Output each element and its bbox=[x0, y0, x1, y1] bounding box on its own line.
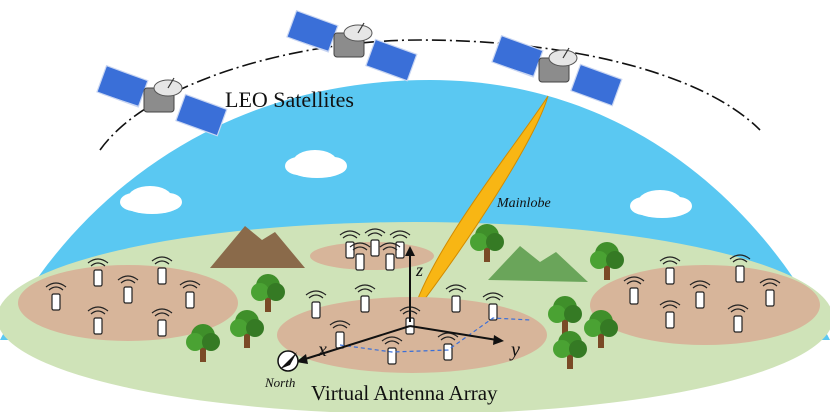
satellite-icon bbox=[286, 10, 418, 82]
axis-y-label: y bbox=[509, 339, 520, 361]
axis-x-label: x bbox=[317, 339, 327, 361]
axis-z-label: z bbox=[415, 260, 423, 280]
axis-y-arrowhead bbox=[493, 335, 504, 345]
leo-satellites-label: LEO Satellites bbox=[225, 87, 354, 112]
mountain-icon bbox=[210, 226, 305, 268]
axis-z-arrowhead bbox=[405, 246, 415, 256]
signal-link bbox=[339, 317, 531, 353]
compass-icon bbox=[277, 350, 299, 372]
mountain-icon bbox=[488, 246, 588, 282]
device-cluster-patch bbox=[277, 297, 547, 373]
orbit-arc bbox=[99, 39, 761, 151]
device-cluster-patch bbox=[590, 265, 820, 345]
satellite-icon bbox=[96, 65, 228, 137]
mainlobe-label: Mainlobe bbox=[496, 196, 551, 211]
axis-x-line bbox=[301, 325, 411, 361]
north-label: North bbox=[264, 375, 295, 390]
axis-x-arrowhead bbox=[296, 354, 308, 364]
virtual-antenna-array-label: Virtual Antenna Array bbox=[311, 381, 498, 405]
axis-y-line bbox=[409, 325, 498, 341]
